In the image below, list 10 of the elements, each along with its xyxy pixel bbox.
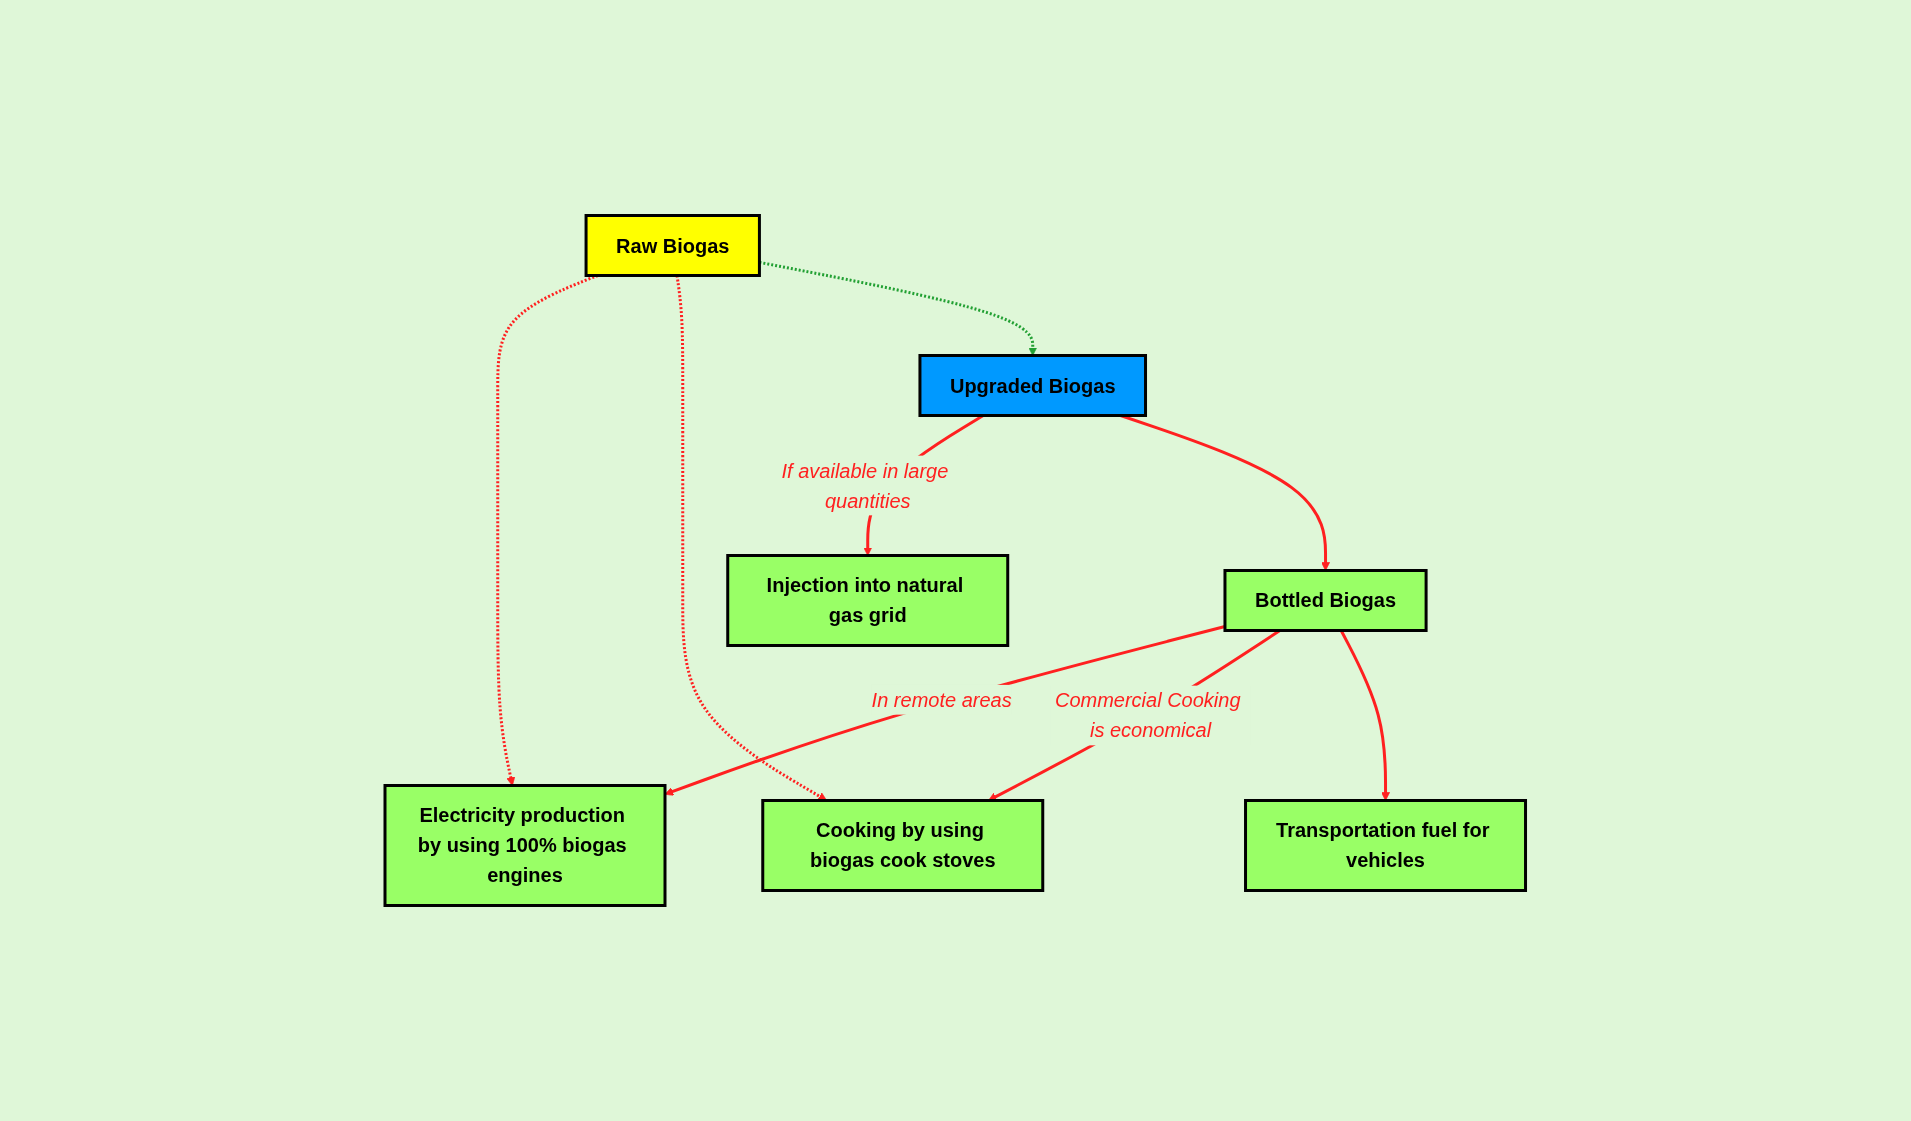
node-box: Transportation fuel for vehicles xyxy=(1244,799,1528,892)
edge-label: In remote areas xyxy=(871,688,1012,711)
node-box: Raw Biogas xyxy=(584,214,762,277)
node-box: Upgraded Biogas xyxy=(918,354,1148,417)
edge-label: Commercial Cooking is economical xyxy=(1055,689,1241,742)
node-box: Injection into natural gas grid xyxy=(726,554,1010,647)
node-box: Cooking by using biogas cook stoves xyxy=(761,799,1045,892)
node-box: Bottled Biogas xyxy=(1223,569,1428,632)
edge-label: If available in large quantities xyxy=(781,459,949,512)
node-box: Electricity production by using 100% biogas engines xyxy=(383,784,667,907)
